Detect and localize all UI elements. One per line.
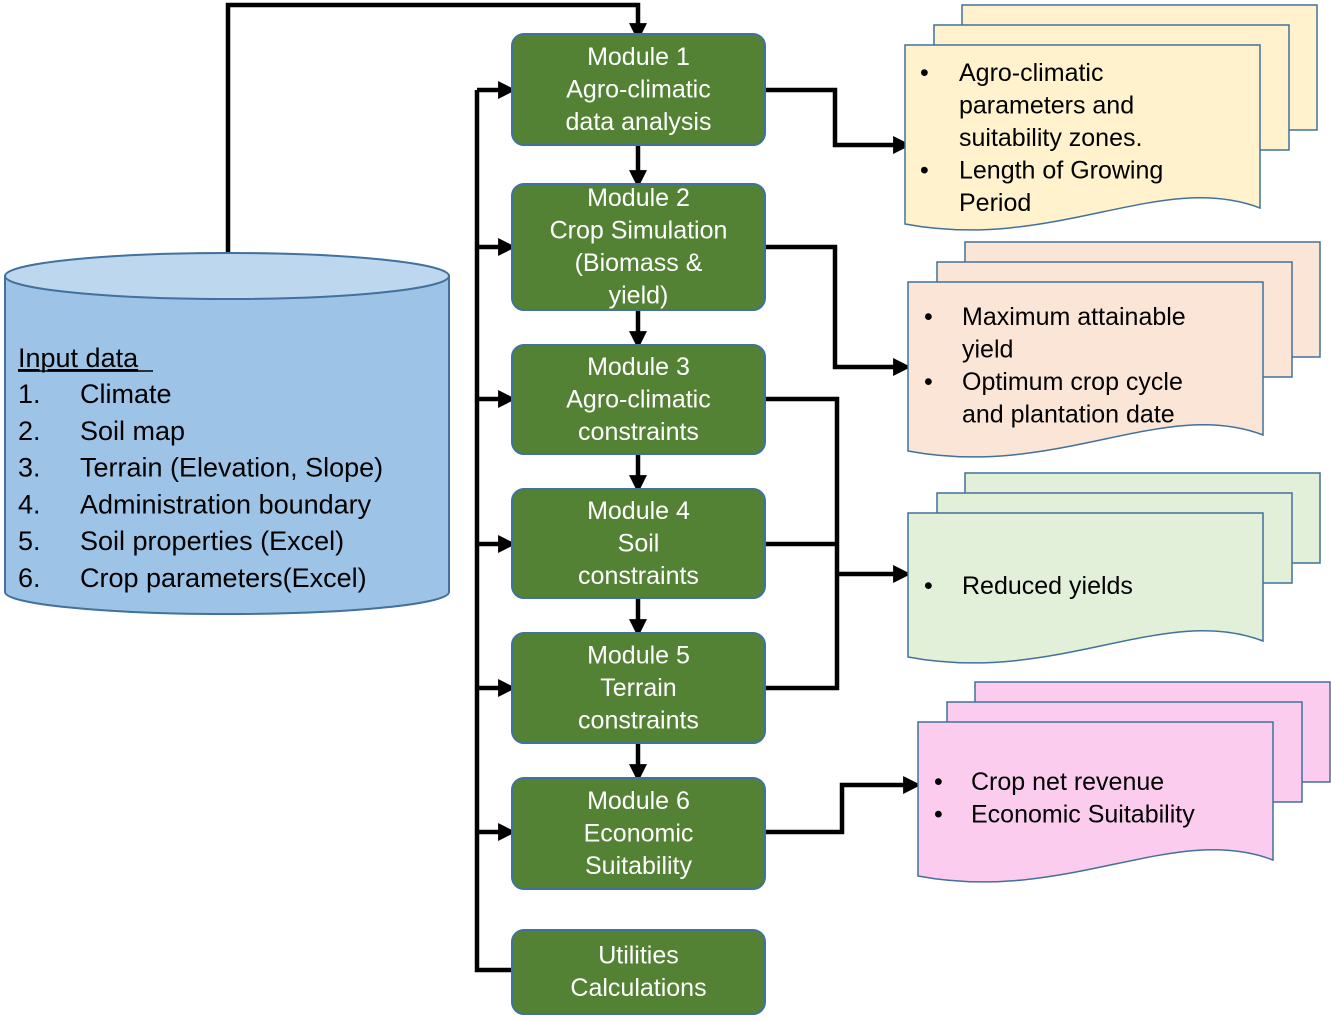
input-item-number: 3. <box>18 453 41 483</box>
output-text-line: Agro-climatic <box>959 59 1103 87</box>
module-label-line: Agro-climatic <box>566 75 710 103</box>
module-label-line: Crop Simulation <box>550 217 728 245</box>
output-text-line: Maximum attainable <box>962 303 1186 331</box>
output-document-2: • Maximum attainable yield • Optimum crop cy… <box>907 241 1321 458</box>
module-label-line: Module 1 <box>587 43 690 71</box>
input-item-number: 1. <box>18 379 41 409</box>
output-text-line: Economic Suitability <box>971 801 1195 829</box>
module-label-line: Soil <box>618 529 660 557</box>
input-item-text: Soil map <box>80 416 185 446</box>
bullet-icon: • <box>924 572 933 600</box>
output-document-3: • Reduced yields <box>907 472 1321 664</box>
output-documents: • Agro-climatic parameters and suitability … <box>904 4 1331 883</box>
bullet-icon: • <box>924 303 933 331</box>
input-item-text: Terrain (Elevation, Slope) <box>80 453 383 483</box>
input-item-number: 2. <box>18 416 41 446</box>
module-label-line: Module 3 <box>587 353 690 381</box>
module-box-shape <box>511 929 766 1015</box>
module-box-shape <box>511 777 766 890</box>
input-database: Input data 1. Climate 2. Soil map 3. Terrain … <box>4 252 450 615</box>
input-item-number: 4. <box>18 489 41 519</box>
module-2-box: Module 2 Crop Simulation (Biomass & yield) <box>511 183 766 311</box>
module-label-line: yield) <box>609 282 669 310</box>
connectors <box>225 2 922 973</box>
output-document-1: • Agro-climatic parameters and suitability … <box>904 4 1318 231</box>
input-item-text: Administration boundary <box>80 489 372 519</box>
module-box-shape <box>511 33 766 146</box>
module-label-line: (Biomass & <box>575 249 703 277</box>
module-box-shape <box>511 183 766 311</box>
output-text-line: Reduced yields <box>962 572 1133 600</box>
input-item-number: 6. <box>18 563 41 593</box>
module-label-line: data analysis <box>566 108 712 136</box>
module-label-line: Suitability <box>585 852 692 880</box>
bullet-icon: • <box>934 801 943 829</box>
module-label-line: Terrain <box>600 674 676 702</box>
module-4-box: Module 4 Soil constraints <box>511 488 766 599</box>
module-label-line: Module 4 <box>587 497 690 525</box>
module-box-shape <box>511 344 766 455</box>
module-label-line: constraints <box>578 562 699 590</box>
output-text-line: and plantation date <box>962 401 1175 429</box>
output-text-line: suitability zones. <box>959 124 1142 152</box>
module-label-line: Calculations <box>570 974 706 1002</box>
input-item-text: Crop parameters(Excel) <box>80 563 367 593</box>
module-label-line: Utilities <box>598 942 679 970</box>
output-front-page <box>907 281 1264 458</box>
module-label-line: Economic <box>584 819 694 847</box>
output-front-page <box>917 721 1274 883</box>
module-label-line: Module 6 <box>587 787 690 815</box>
module-label-line: Agro-climatic <box>566 385 710 413</box>
module-label-line: Module 5 <box>587 641 690 669</box>
module-label-line: constraints <box>578 418 699 446</box>
input-data-list: 1. Climate 2. Soil map 3. Terrain (Elevation,… <box>18 379 383 593</box>
module-label-line: Module 2 <box>587 184 690 212</box>
bullet-icon: • <box>920 59 929 87</box>
connector-main-bus <box>474 90 512 973</box>
database-body <box>4 275 450 615</box>
module-5-box: Module 5 Terrain constraints <box>511 632 766 744</box>
output-text-line: Crop net revenue <box>971 768 1164 796</box>
bullet-icon: • <box>920 157 929 185</box>
output-text-line: Length of Growing <box>959 157 1163 185</box>
input-data-title: Input data <box>18 343 139 373</box>
module-3-box: Module 3 Agro-climatic constraints <box>511 344 766 455</box>
connector-module6-to-output4 <box>765 776 922 835</box>
bullet-icon: • <box>934 768 943 796</box>
connector-module2-to-output2 <box>765 244 912 376</box>
connector-input-to-module1 <box>225 2 647 252</box>
output-document-4: • Crop net revenue • Economic Suitability <box>917 681 1331 883</box>
bullet-icon: • <box>924 368 933 396</box>
output-text-line: parameters and <box>959 92 1134 120</box>
module-1-box: Module 1 Agro-climatic data analysis <box>511 33 766 146</box>
output-front-page <box>904 44 1261 231</box>
input-item-text: Climate <box>80 379 172 409</box>
connector-module1-to-output1 <box>765 87 912 154</box>
input-item-text: Soil properties (Excel) <box>80 526 344 556</box>
output-front-page <box>907 512 1264 664</box>
output-text-line: Optimum crop cycle <box>962 368 1183 396</box>
module-box-shape <box>511 632 766 744</box>
database-top <box>4 252 450 300</box>
input-item-number: 5. <box>18 526 41 556</box>
module-box-shape <box>511 488 766 599</box>
module-label-line: constraints <box>578 706 699 734</box>
output-text-line: yield <box>962 336 1013 364</box>
output-text-line: Period <box>959 189 1031 217</box>
